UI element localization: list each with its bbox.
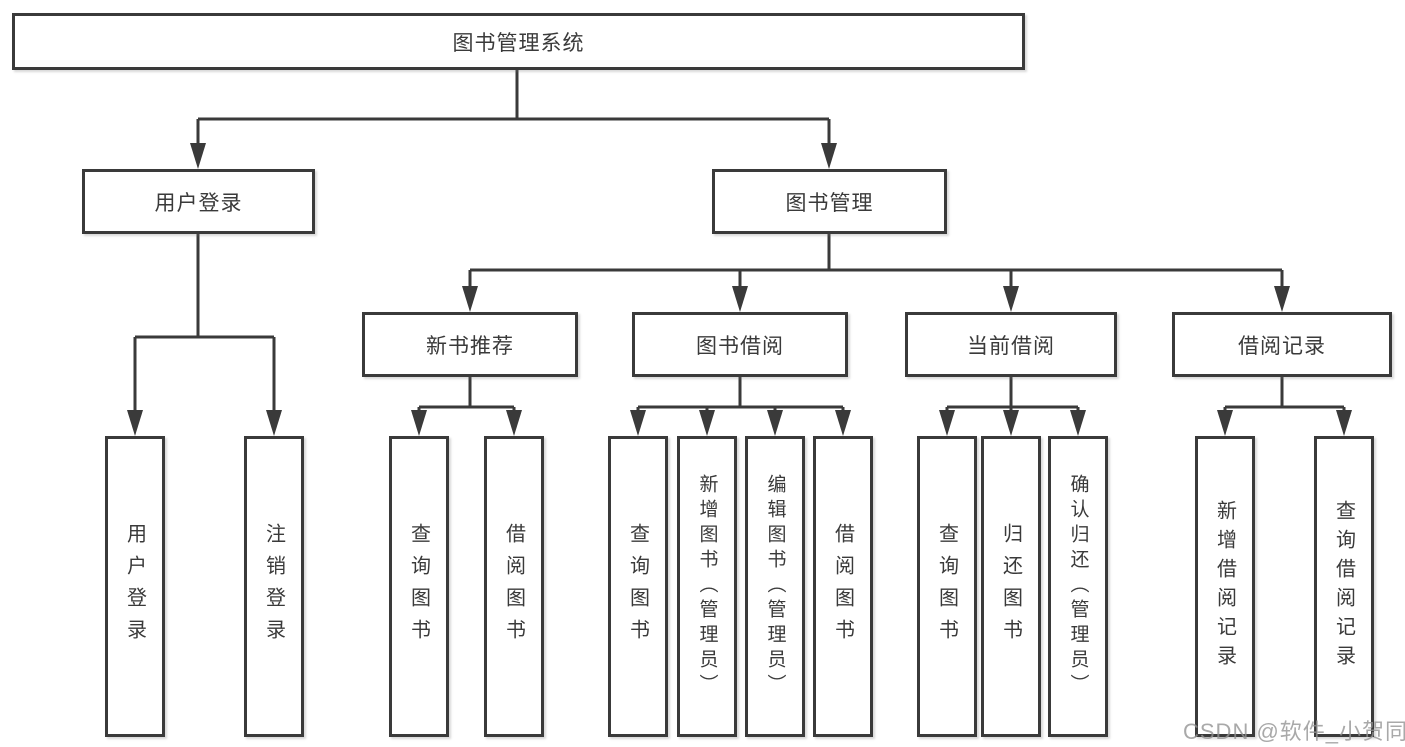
leaf-user-login: 用户登录 [105, 436, 165, 737]
node-label: 新书推荐 [426, 334, 514, 358]
leaf-query-books-current: 查询图书 [917, 436, 977, 737]
leaf-return-books: 归还图书 [981, 436, 1041, 737]
node-borrow-records: 借阅记录 [1172, 312, 1392, 377]
node-label: 借阅图书 [831, 522, 854, 651]
node-label: 图书管理系统 [452, 31, 585, 55]
node-label: 确认归还（管理员） [1067, 474, 1089, 699]
node-label: 查询借阅记录 [1332, 499, 1355, 674]
leaf-query-borrow-record: 查询借阅记录 [1314, 436, 1374, 737]
node-label: 注销登录 [262, 522, 285, 651]
node-label: 新增图书（管理员） [696, 474, 718, 699]
node-user-login: 用户登录 [82, 169, 315, 234]
node-label: 图书管理 [785, 191, 874, 215]
node-new-book-recommend: 新书推荐 [362, 312, 578, 377]
leaf-borrow-books-recommend: 借阅图书 [484, 436, 544, 737]
node-label: 新增借阅记录 [1213, 499, 1236, 674]
node-label: 归还图书 [999, 522, 1022, 651]
node-label: 查询图书 [935, 522, 958, 651]
leaf-query-books-recommend: 查询图书 [389, 436, 449, 737]
node-label: 借阅记录 [1238, 334, 1326, 358]
leaf-add-borrow-record: 新增借阅记录 [1195, 436, 1255, 737]
node-label: 编辑图书（管理员） [764, 474, 786, 699]
node-book-borrow: 图书借阅 [632, 312, 848, 377]
node-label: 用户登录 [154, 191, 243, 215]
node-book-management: 图书管理 [712, 169, 947, 234]
node-label: 查询图书 [407, 522, 430, 651]
leaf-confirm-return-admin: 确认归还（管理员） [1048, 436, 1108, 737]
node-label: 查询图书 [626, 522, 649, 651]
node-label: 借阅图书 [502, 522, 525, 651]
leaf-add-books-admin: 新增图书（管理员） [677, 436, 737, 737]
leaf-query-books-borrow: 查询图书 [608, 436, 668, 737]
leaf-edit-books-admin: 编辑图书（管理员） [745, 436, 805, 737]
csdn-watermark: CSDN @软件_小贺同学 [1183, 719, 1405, 744]
leaf-logout-login: 注销登录 [244, 436, 304, 737]
node-current-borrow: 当前借阅 [905, 312, 1117, 377]
node-label: 当前借阅 [967, 334, 1055, 358]
node-library-management-system: 图书管理系统 [12, 13, 1025, 70]
node-label: 图书借阅 [696, 334, 784, 358]
leaf-borrow-books-borrow: 借阅图书 [813, 436, 873, 737]
node-label: 用户登录 [123, 522, 146, 651]
